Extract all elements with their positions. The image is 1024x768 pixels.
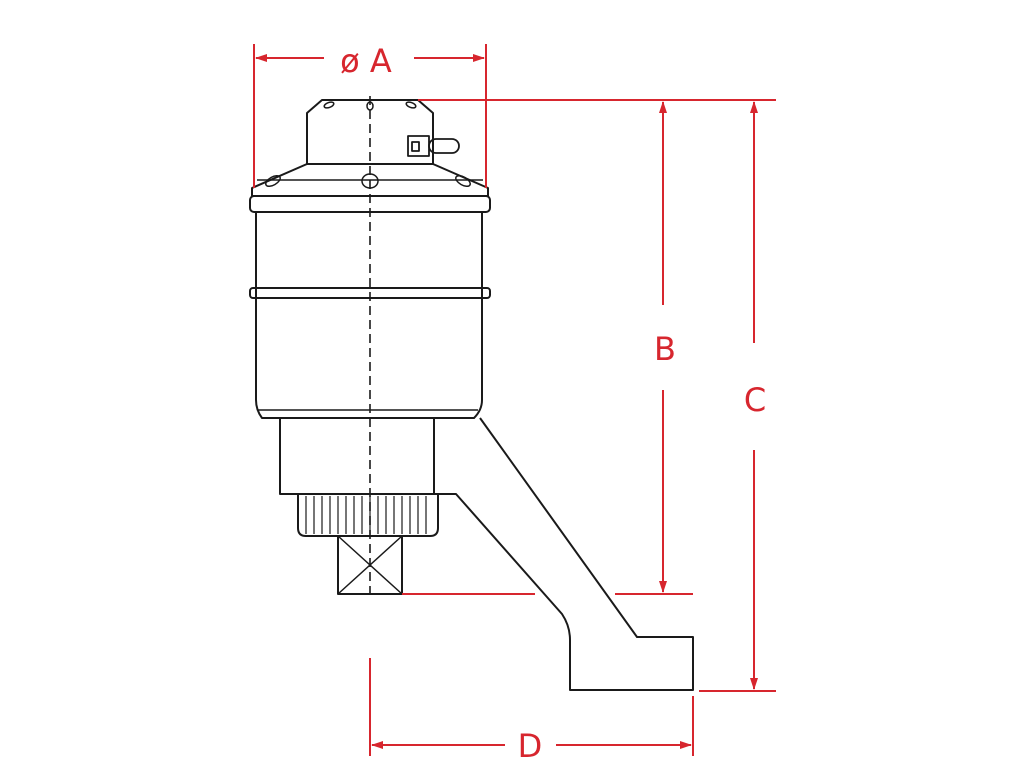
label-c: C [744,381,766,419]
side-pin [407,135,460,157]
reaction-arm [438,417,694,691]
dimension-lines [253,44,776,756]
label-d: D [518,727,543,765]
spline-gear [297,493,439,537]
torque-tool-body [249,99,694,691]
dimension-labels: ø A B C D [340,42,766,765]
lower-housing [279,417,435,495]
spline-teeth [305,496,427,534]
label-diameter-a: ø A [340,42,392,80]
label-b: B [654,330,676,368]
shoulder-slots [265,173,471,189]
main-cylinder [255,212,483,419]
